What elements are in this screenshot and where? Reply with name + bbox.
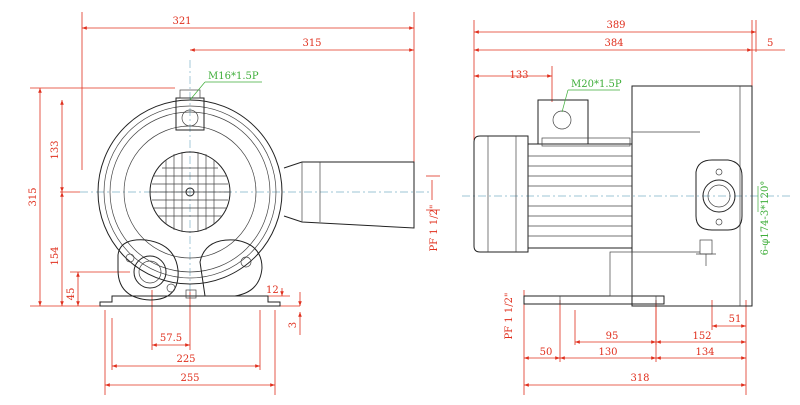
dim-95: 95: [606, 331, 619, 342]
front-view: 321 315 315 133 154 45 12 3 57.5 225 255: [28, 12, 440, 395]
base-plate-side: [523, 295, 665, 305]
base-foot: [99, 295, 281, 307]
dim-12: 12: [266, 285, 279, 296]
dim-384: 384: [604, 38, 623, 49]
dim-389: 389: [606, 20, 625, 31]
dim-51: 51: [729, 314, 742, 325]
dim-130: 130: [598, 347, 617, 358]
fan-grille: [150, 152, 230, 232]
dim-255: 255: [180, 373, 199, 384]
dim-154: 154: [50, 246, 61, 265]
inlet-port: [117, 239, 179, 301]
cooling-fins: [528, 155, 632, 237]
dim-134: 134: [695, 347, 714, 358]
dim-321: 321: [172, 16, 191, 27]
outlet-pipe: [283, 161, 415, 229]
dim-318: 318: [630, 373, 649, 384]
pipe-label-side: PF 1 1/2": [504, 292, 515, 339]
dim-133: 133: [50, 140, 61, 159]
pipe-label-front: PF 1 1/2": [429, 204, 440, 251]
side-view: 389 384 5 133 50 130 95 152 134 51 318: [462, 20, 790, 395]
dim-315-vertical: 315: [28, 187, 39, 206]
dim-133-side: 133: [509, 70, 528, 81]
dim-315-horizontal: 315: [302, 38, 321, 49]
dim-57-5: 57.5: [160, 333, 182, 344]
dim-3: 3: [288, 322, 299, 328]
thread-label-m20: M20*1.5P: [571, 79, 622, 90]
fan-cover-side: [473, 135, 529, 253]
terminal-box: [537, 99, 589, 145]
dim-50: 50: [540, 347, 553, 358]
dim-45: 45: [66, 288, 77, 301]
blower-housing-side: [631, 85, 753, 307]
dim-5: 5: [767, 38, 773, 49]
side-port: [695, 159, 743, 231]
dim-152: 152: [692, 331, 711, 342]
hole-label: 6-φ174-3*120°: [760, 181, 771, 256]
thread-label-m16: M16*1.5P: [208, 71, 259, 82]
dim-225: 225: [176, 354, 195, 365]
muffler: [199, 239, 263, 297]
